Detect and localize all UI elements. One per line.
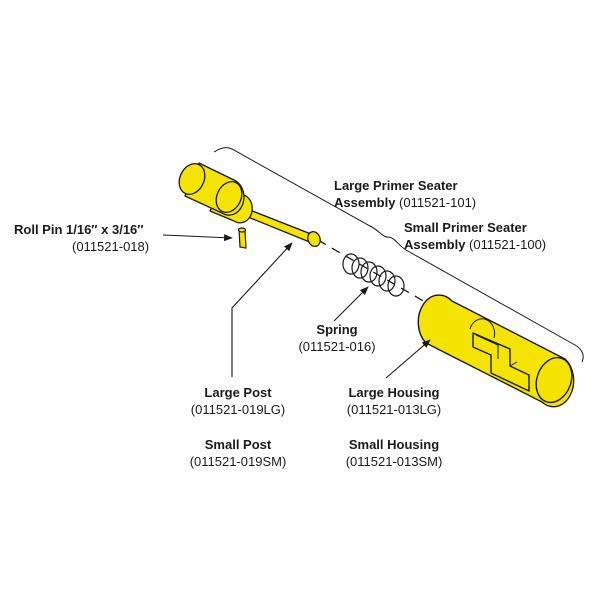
large-post-label: Large Post <box>204 385 272 400</box>
housing-leader <box>385 339 431 379</box>
large-housing-part-number: (011521-013LG) <box>346 402 442 417</box>
small-housing-part-number: (011521-013SM) <box>345 454 443 469</box>
small-post-part-number: (011521-019SM) <box>189 454 287 469</box>
housing-part <box>417 294 575 408</box>
small-assembly-title-line1: Small Primer Seater <box>404 220 527 235</box>
small-post-label: Small Post <box>204 437 272 452</box>
roll-pin-leader <box>162 234 233 242</box>
small-assembly-title-word: Assembly <box>404 237 466 252</box>
roll-pin-part-number: (011521-018) <box>72 239 150 254</box>
spring-leader <box>333 286 369 322</box>
assembly-axis-line <box>317 239 433 307</box>
small-housing-label: Small Housing <box>348 437 440 452</box>
roll-pin-part <box>237 227 247 249</box>
spring-part-number: (011521-016) <box>298 339 376 354</box>
spring-part <box>342 253 405 297</box>
large-assembly-title-line1: Large Primer Seater <box>334 178 458 193</box>
large-post-part-number: (011521-019LG) <box>190 402 286 417</box>
large-housing-label: Large Housing <box>348 385 440 400</box>
small-assembly-part-number: (011521-100) <box>469 237 547 252</box>
large-post-part <box>178 162 321 247</box>
large-post-leader <box>231 242 293 377</box>
assembly-bracket <box>213 147 584 363</box>
large-assembly-title-word: Assembly <box>334 195 396 210</box>
spring-label: Spring <box>316 322 358 337</box>
small-assembly-title-line2: Assembly (011521-100) <box>404 236 546 254</box>
large-assembly-part-number: (011521-101) <box>399 195 477 210</box>
roll-pin-label: Roll Pin 1/16″ x 3/16″ <box>14 222 144 237</box>
large-assembly-title-line2: Assembly (011521-101) <box>334 194 476 212</box>
